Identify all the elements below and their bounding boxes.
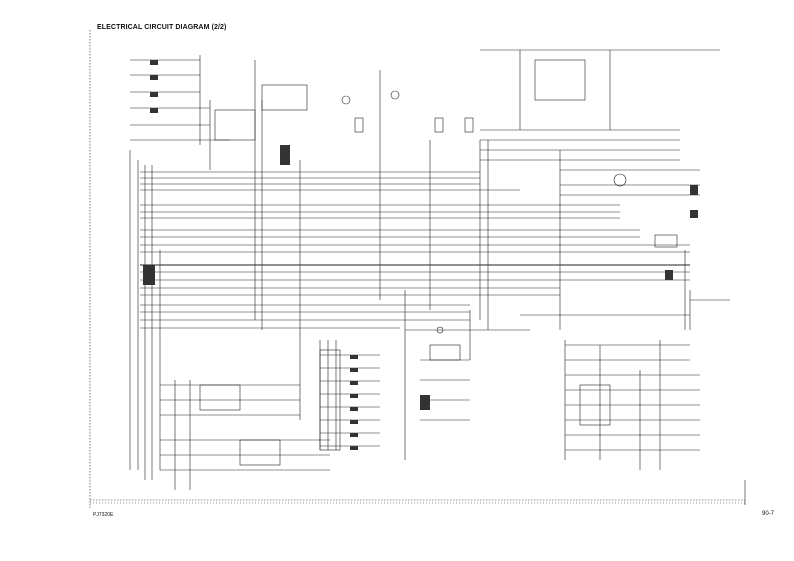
wiring-harness (89, 30, 746, 508)
page-number: 90-7 (761, 511, 774, 517)
diagram-title: ELECTRICAL CIRCUIT DIAGRAM (2/2) (97, 24, 227, 31)
component-boxes (199, 59, 678, 466)
connector-symbols (143, 60, 698, 450)
drawing-code: PJ7320E (93, 512, 114, 518)
